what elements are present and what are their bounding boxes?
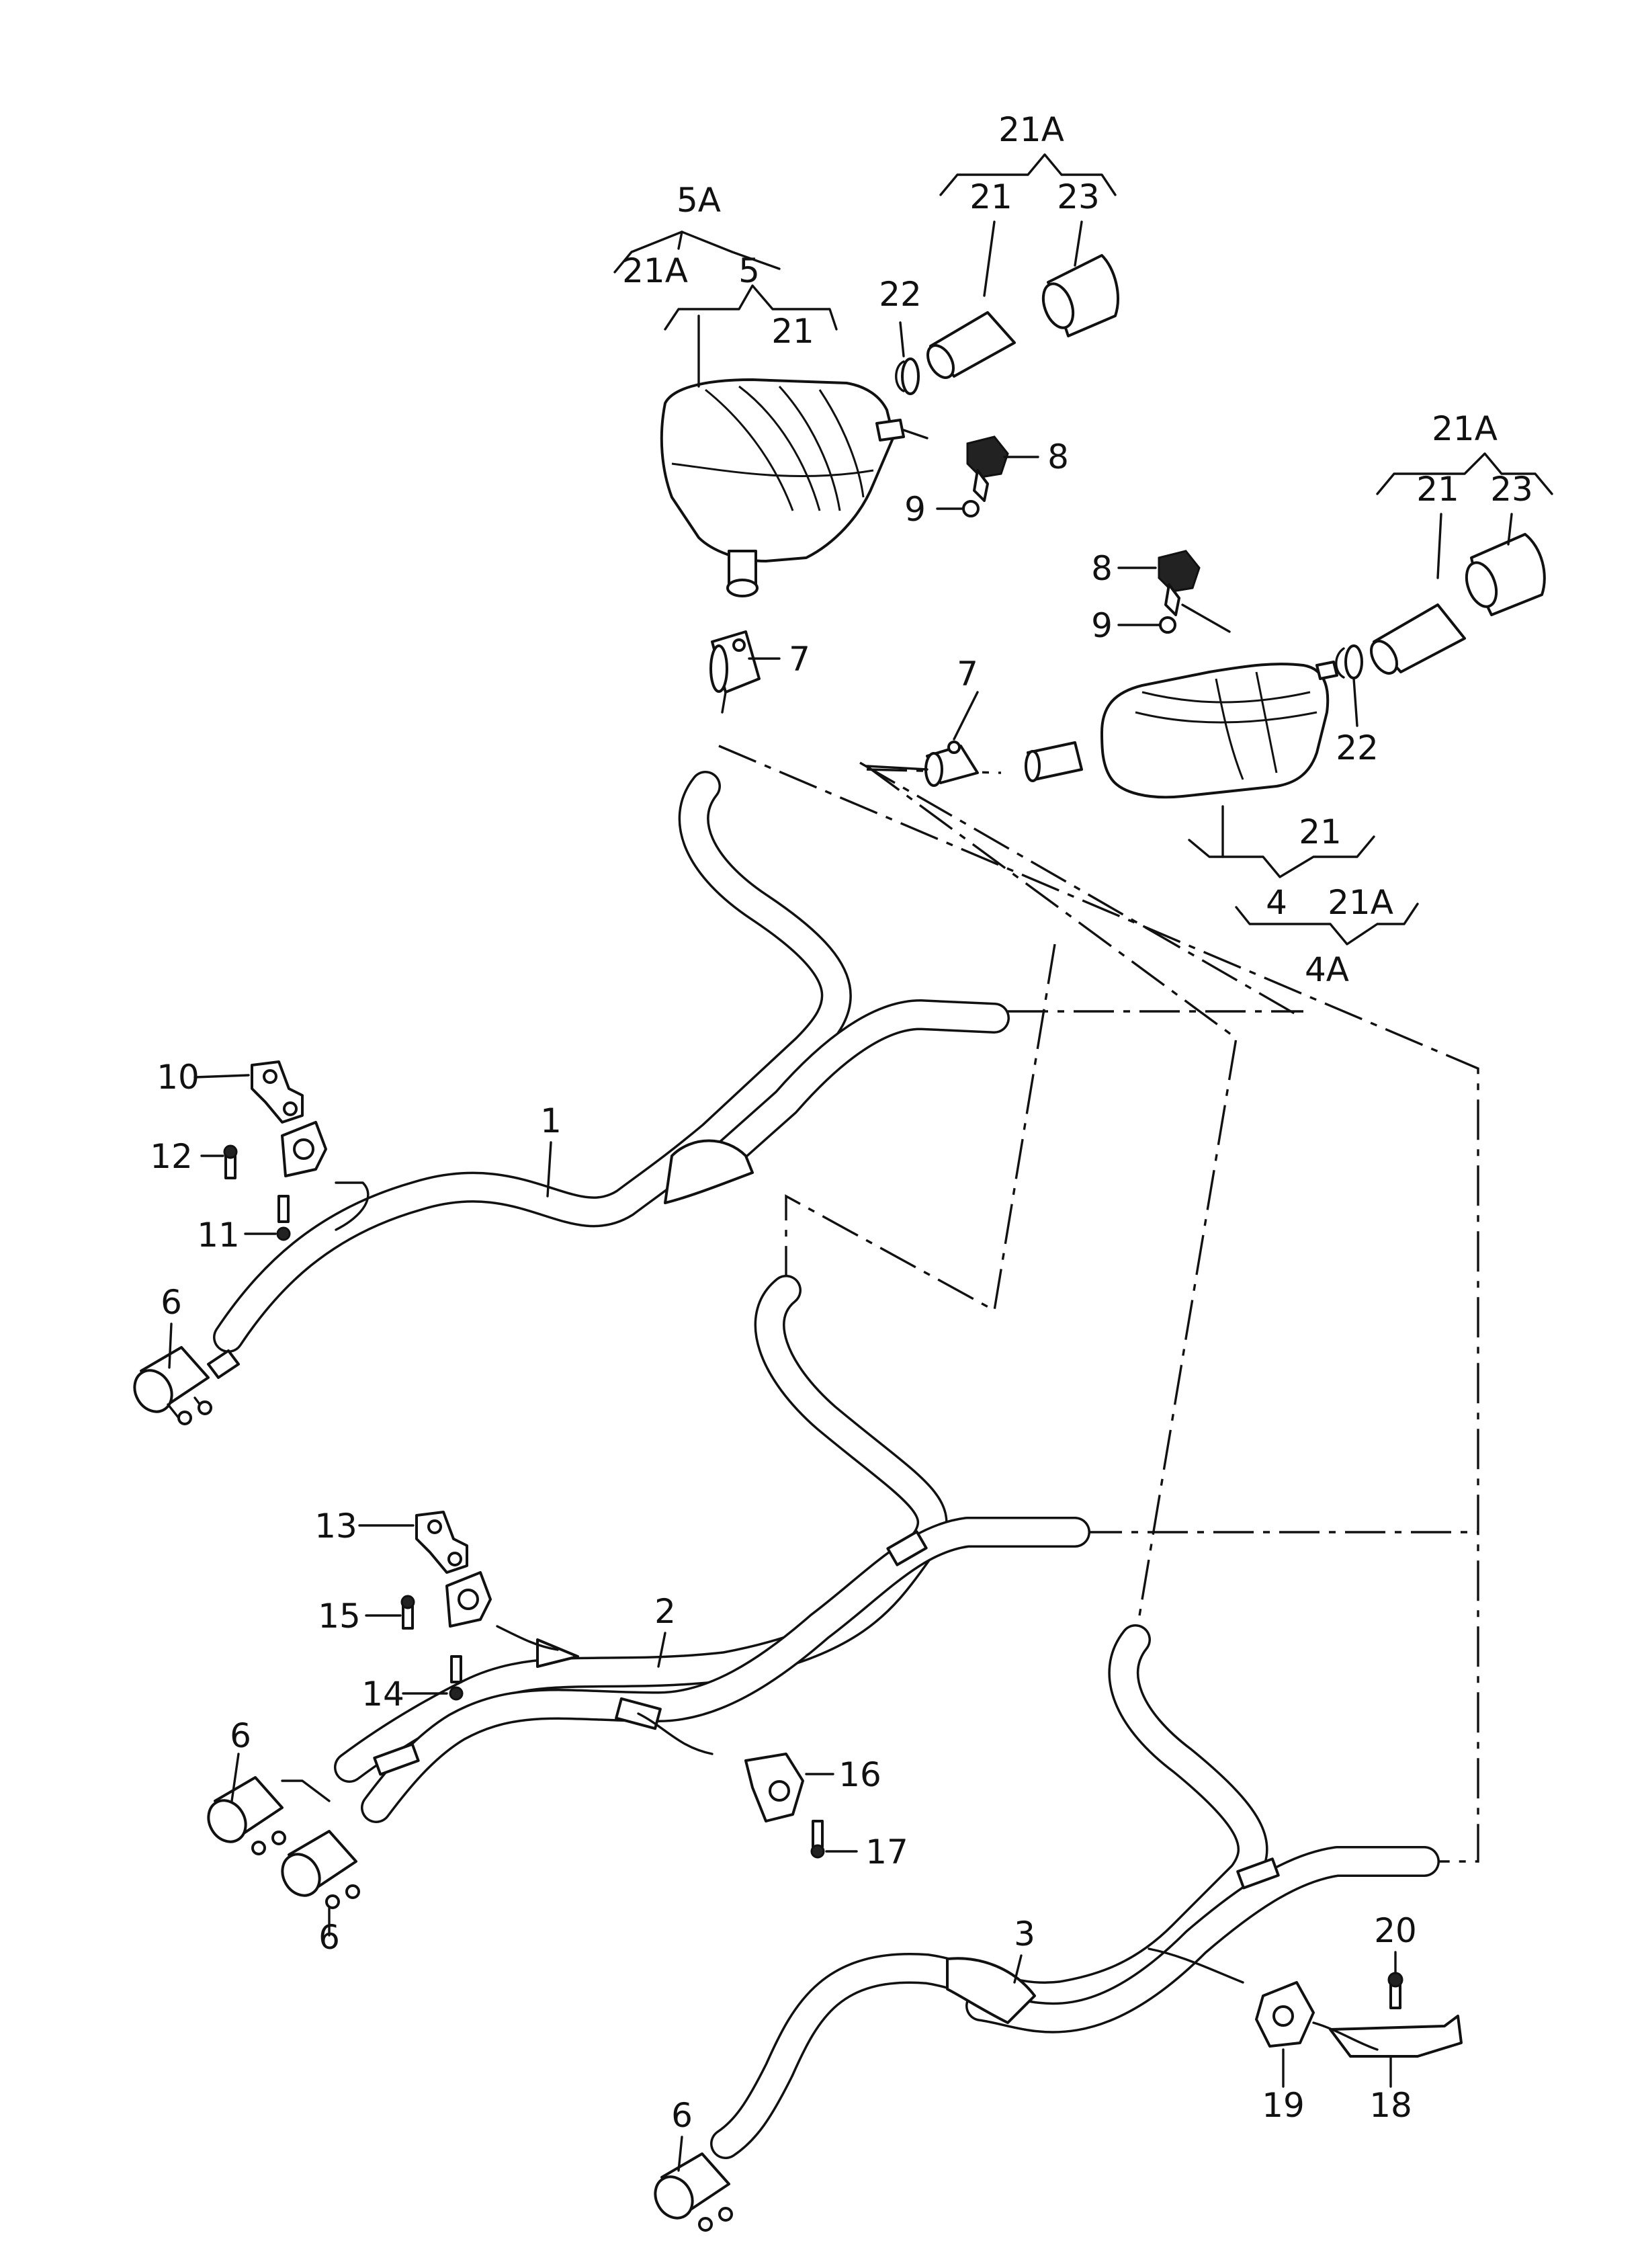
tailpipe-trim-23-top: [1041, 254, 1119, 337]
label-23-top: 23: [1057, 177, 1100, 216]
clamp-22-right: [1335, 644, 1363, 679]
clamp-7-right: [865, 741, 979, 787]
hanger-16: [744, 1753, 804, 1822]
leader-lines: [168, 153, 1553, 2172]
clamp-6-mid-b: [281, 1830, 360, 1909]
rear-silencer-4: [1025, 661, 1338, 799]
label-5A: 5A: [677, 181, 721, 220]
clamp-6-bottom: [654, 2152, 733, 2232]
label-20: 20: [1374, 1911, 1417, 1950]
label-22-right: 22: [1336, 728, 1379, 767]
bolt-11: [276, 1195, 291, 1241]
label-5: 5: [738, 251, 760, 290]
label-12: 12: [150, 1137, 193, 1176]
bolt-17: [810, 1820, 825, 1859]
label-9-top: 9: [904, 490, 926, 529]
label-15: 15: [318, 1597, 361, 1636]
part-number-labels: 5A 21A 5 21 21A 21 23 22 8 9 7 21A 21 23…: [150, 110, 1533, 2135]
label-6-bottom: 6: [671, 2096, 693, 2135]
rear-pipe-3: [710, 1624, 1440, 2159]
rubber-hanger-11: [281, 1121, 327, 1177]
label-8-right: 8: [1091, 549, 1113, 588]
bolt-14: [449, 1655, 464, 1701]
label-9-right: 9: [1091, 606, 1113, 645]
nut-9-right: [1159, 616, 1176, 634]
label-6-mid-a: 6: [230, 1716, 251, 1755]
clamp-6-top: [133, 1346, 240, 1425]
label-4A: 4A: [1305, 950, 1349, 989]
label-6-mid-b: 6: [318, 1918, 340, 1957]
label-21-right: 21: [1416, 470, 1459, 509]
tailpipe-21-top: [926, 311, 1016, 379]
rubber-hanger-14: [445, 1571, 492, 1628]
rear-silencer-5: [660, 378, 928, 597]
label-21A-4a: 21A: [1328, 883, 1393, 922]
bolt-15: [400, 1595, 415, 1630]
front-pipe-1: [213, 771, 1010, 1353]
label-4: 4: [1266, 883, 1287, 922]
label-1: 1: [540, 1101, 562, 1140]
label-8-top: 8: [1047, 437, 1069, 476]
label-6-top: 6: [161, 1283, 182, 1322]
bracket-10: [251, 1060, 304, 1124]
label-2: 2: [654, 1592, 676, 1631]
label-7-right: 7: [957, 655, 978, 694]
label-14: 14: [361, 1675, 404, 1714]
label-7-top: 7: [789, 640, 810, 679]
bracket-13: [415, 1511, 468, 1574]
label-13: 13: [314, 1507, 357, 1546]
bolt-20: [1387, 1972, 1403, 2009]
label-21A-right: 21A: [1432, 409, 1498, 448]
clamp-22-top: [895, 358, 920, 395]
label-16: 16: [838, 1755, 881, 1794]
label-17: 17: [865, 1833, 908, 1872]
label-21A-top: 21A: [998, 110, 1064, 149]
hanger-19: [1255, 1981, 1315, 2048]
label-19: 19: [1262, 2086, 1305, 2125]
middle-pipe-2: [334, 1275, 1090, 1823]
label-18: 18: [1369, 2086, 1412, 2125]
bracket-8-right: [1158, 550, 1231, 633]
label-21-4: 21: [1299, 812, 1342, 851]
label-10: 10: [157, 1058, 200, 1097]
tailpipe-21-right: [1370, 603, 1466, 675]
tailpipe-trim-23-right: [1465, 533, 1546, 616]
label-21-top: 21: [969, 177, 1012, 216]
label-21A-5a: 21A: [622, 251, 688, 290]
label-11: 11: [197, 1216, 240, 1255]
nut-9-top: [962, 500, 980, 517]
connection-lines: [718, 745, 1479, 1863]
bracket-8-top: [966, 435, 1009, 502]
clamp-7-top: [709, 630, 761, 714]
label-3: 3: [1014, 1915, 1035, 1954]
label-22-top: 22: [879, 275, 922, 314]
bolt-12: [223, 1144, 238, 1179]
clamp-6-mid-a: [207, 1776, 331, 1855]
bracket-18: [1312, 2015, 1463, 2058]
label-23-right: 23: [1490, 470, 1533, 509]
label-21-5a: 21: [771, 312, 814, 351]
